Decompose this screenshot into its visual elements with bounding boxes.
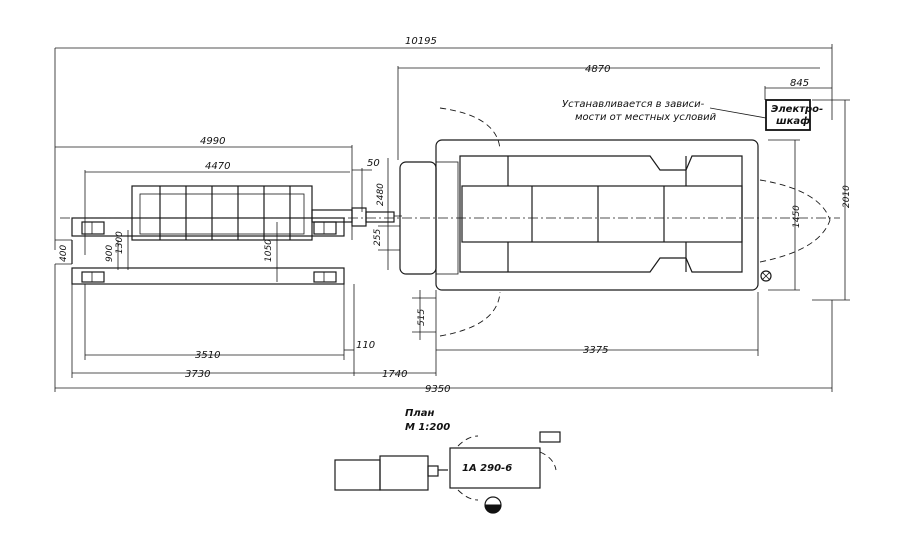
- dim-label-400: 400: [59, 245, 69, 262]
- dimension-overall-top: 10195: [54, 36, 833, 250]
- dimension-845: 845: [764, 78, 832, 100]
- dimension-4990: 4990: [55, 136, 353, 240]
- ground-symbol: [760, 270, 772, 282]
- dim-label-4870: 4870: [585, 64, 610, 75]
- dim-label-255: 255: [373, 229, 383, 246]
- loading-rack: [55, 185, 345, 285]
- dim-label-2480: 2480: [376, 183, 386, 206]
- plan-caption: План М 1:200: [405, 408, 450, 433]
- dimension-4870: 4870: [397, 64, 820, 160]
- note-line-1: Устанавливается в зависи-: [562, 99, 705, 110]
- dim-label-1740: 1740: [382, 369, 407, 380]
- left-vertical-dims: 400 900 1300 1050: [59, 222, 278, 282]
- dim-label-110: 110: [356, 340, 375, 351]
- dim-label-4990: 4990: [200, 136, 225, 147]
- dim-label-50: 50: [367, 158, 380, 169]
- dimension-50: 50: [352, 158, 380, 212]
- dim-label-10195: 10195: [405, 36, 437, 47]
- electrical-cabinet: Электро- шкаф: [765, 99, 823, 131]
- note-line-2: мости от местных условий: [575, 112, 717, 123]
- dim-label-845: 845: [790, 78, 809, 89]
- dim-label-3730: 3730: [185, 369, 210, 380]
- dimension-4470: 4470: [84, 161, 350, 255]
- dim-label-4470: 4470: [205, 161, 230, 172]
- cabinet-label-2: шкаф: [776, 115, 810, 127]
- dimension-515: 515: [412, 290, 436, 340]
- right-vertical-dims: 1450 2010: [768, 99, 852, 301]
- installation-note: Устанавливается в зависи- мости от местн…: [562, 99, 767, 123]
- plan-scale: М 1:200: [405, 422, 450, 433]
- door-swing-arcs: [439, 107, 831, 337]
- plan-title: План: [405, 408, 434, 419]
- dim-label-1050: 1050: [264, 239, 274, 262]
- dim-label-900: 900: [105, 245, 115, 262]
- dim-label-515: 515: [417, 309, 427, 326]
- machine-model: 1А 290-6: [462, 463, 512, 474]
- inset-plan: 1А 290-6: [334, 431, 561, 514]
- dim-label-9350: 9350: [425, 384, 450, 395]
- machine-bed: [399, 139, 759, 291]
- dim-label-1450: 1450: [792, 205, 802, 228]
- feed-shaft: [60, 207, 840, 227]
- dims-2480-255: 2480 255: [373, 158, 400, 270]
- dim-label-1300: 1300: [115, 231, 125, 254]
- dim-label-2010: 2010: [842, 185, 852, 208]
- bottom-dimensions: 3510 110 3730 1740 3375 9350: [54, 264, 833, 395]
- cabinet-label-1: Электро-: [771, 104, 823, 115]
- dim-label-3510: 3510: [195, 350, 220, 361]
- dim-label-3375: 3375: [583, 345, 608, 356]
